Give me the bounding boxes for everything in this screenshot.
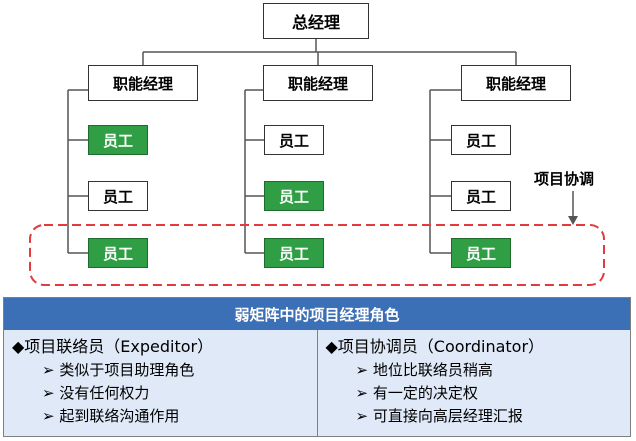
roles-table-title: 弱矩阵中的项目经理角色 — [4, 298, 630, 330]
coordinator-point-3: ➢ 可直接向高层经理汇报 — [355, 407, 523, 425]
staff-1-1: 员工 — [88, 125, 148, 155]
expeditor-role: ◆项目联络员（Expeditor） — [12, 337, 214, 356]
staff-3-3: 员工 — [451, 238, 511, 268]
coordination-region — [29, 224, 605, 286]
expeditor-point-3: ➢ 起到联络沟通作用 — [42, 407, 180, 425]
staff-3-1: 员工 — [451, 125, 511, 155]
coordinator-column: ◆项目协调员（Coordinator） ➢ 地位比联络员稍高 ➢ 有一定的决定权… — [316, 330, 630, 436]
staff-1-3: 员工 — [88, 238, 148, 268]
staff-2-1: 员工 — [264, 125, 324, 155]
coordination-label: 项目协调 — [534, 170, 595, 188]
staff-1-2: 员工 — [88, 181, 148, 211]
expeditor-point-2: ➢ 没有任何权力 — [42, 384, 150, 402]
coordinator-point-1: ➢ 地位比联络员稍高 — [355, 361, 493, 379]
coordinator-role: ◆项目协调员（Coordinator） — [325, 337, 545, 356]
staff-3-2: 员工 — [451, 181, 511, 211]
roles-table: 弱矩阵中的项目经理角色 ◆项目联络员（Expeditor） ➢ 类似于项目助理角… — [3, 297, 631, 437]
expeditor-point-1: ➢ 类似于项目助理角色 — [42, 361, 195, 379]
coordinator-point-2: ➢ 有一定的决定权 — [355, 384, 478, 402]
functional-manager-3: 职能经理 — [461, 65, 571, 101]
staff-2-2: 员工 — [264, 181, 324, 211]
expeditor-column: ◆项目联络员（Expeditor） ➢ 类似于项目助理角色 ➢ 没有任何权力 ➢… — [4, 330, 317, 436]
functional-manager-2: 职能经理 — [263, 65, 373, 101]
general-manager-box: 总经理 — [263, 3, 369, 39]
functional-manager-1: 职能经理 — [88, 65, 198, 101]
staff-2-3: 员工 — [264, 238, 324, 268]
